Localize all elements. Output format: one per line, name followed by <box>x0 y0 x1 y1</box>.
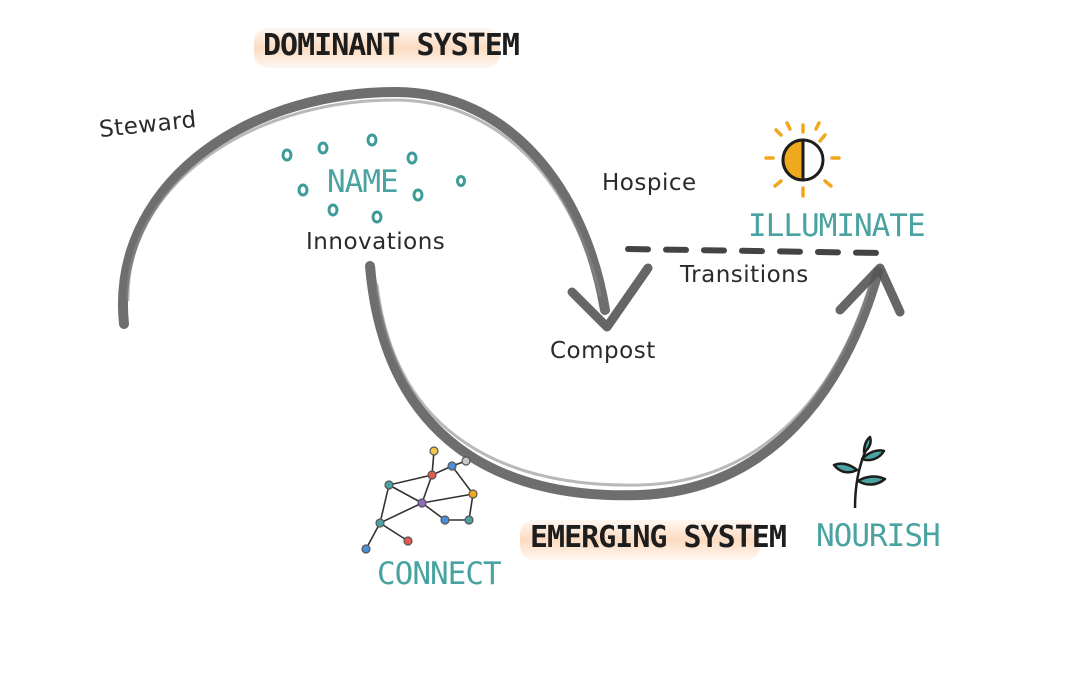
dominant-curve-shade <box>126 98 602 302</box>
emerging-highlight <box>520 520 760 560</box>
transitions-label: Transitions <box>680 262 809 288</box>
emerging-curve <box>365 261 883 501</box>
network-icon <box>361 446 478 554</box>
emerging-arrowhead <box>835 263 905 317</box>
dominant-curve <box>117 86 610 329</box>
connect-stage-label: CONNECT <box>377 556 502 592</box>
emerging-system-title: EMERGING SYSTEM <box>530 520 787 555</box>
sprout-icon <box>832 435 887 509</box>
innovations-label: Innovations <box>306 229 446 255</box>
seeds-icon <box>281 133 466 224</box>
hospice-label: Hospice <box>602 170 697 196</box>
dominant-arrowhead <box>567 263 653 332</box>
name-stage-label: NAME <box>327 164 399 200</box>
nourish-stage-label: NOURISH <box>816 518 941 554</box>
sun-icon <box>764 121 841 198</box>
illuminate-stage-label: ILLUMINATE <box>748 208 926 244</box>
transitions-dashed-line <box>625 246 883 256</box>
compost-label: Compost <box>550 338 656 364</box>
emerging-curve-shade <box>375 283 872 487</box>
dominant-highlight <box>254 28 500 68</box>
dominant-system-title: DOMINANT SYSTEM <box>263 28 520 63</box>
